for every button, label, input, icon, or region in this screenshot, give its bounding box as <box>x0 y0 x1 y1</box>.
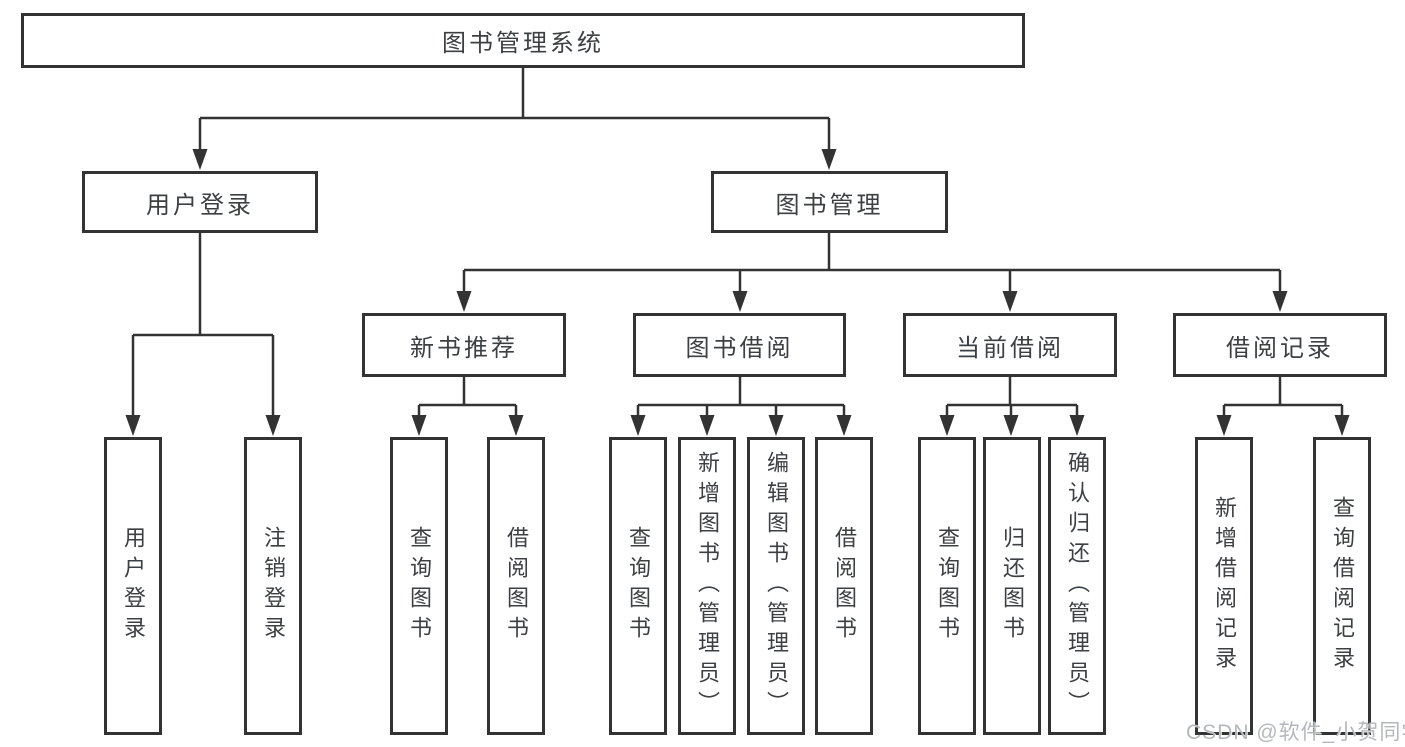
arrow-down-icon <box>732 291 748 312</box>
connector-user-login-children <box>125 233 281 436</box>
leaf-add-borrow-record: 新增借阅记录 <box>1195 437 1253 735</box>
arrow-down-icon <box>411 415 427 436</box>
arrow-down-icon <box>1216 415 1232 436</box>
leaf-label: 借阅图书 <box>504 526 529 646</box>
leaf-query-borrow-record: 查询借阅记录 <box>1313 437 1371 735</box>
leaf-label: 新增借阅记录 <box>1212 496 1237 676</box>
leaf-label: 编辑图书（管理员） <box>764 451 789 721</box>
leaf-label: 查询借阅记录 <box>1330 496 1355 676</box>
leaf-label: 借阅图书 <box>832 526 857 646</box>
leaf-query-books-current: 查询图书 <box>918 437 976 735</box>
node-borrowing-records: 借阅记录 <box>1173 313 1387 377</box>
arrow-down-icon <box>836 415 852 436</box>
arrow-down-icon <box>699 415 715 436</box>
leaf-add-books-admin: 新增图书（管理员） <box>678 437 736 735</box>
arrow-down-icon <box>1002 291 1018 312</box>
connector-current-borrow-children <box>939 377 1085 436</box>
arrow-down-icon <box>125 415 141 436</box>
leaf-label: 查询图书 <box>626 526 651 646</box>
arrow-down-icon <box>630 415 646 436</box>
leaf-query-books-borrow: 查询图书 <box>609 437 667 735</box>
leaf-borrow-books: 借阅图书 <box>815 437 873 735</box>
leaf-confirm-return-admin: 确认归还（管理员） <box>1048 437 1106 735</box>
leaf-label: 查询图书 <box>935 526 960 646</box>
arrow-down-icon <box>265 415 281 436</box>
leaf-borrow-books-recommend: 借阅图书 <box>487 437 545 735</box>
arrow-down-icon <box>821 149 837 170</box>
node-book-borrowing: 图书借阅 <box>633 313 846 377</box>
arrow-down-icon <box>1334 415 1350 436</box>
arrow-down-icon <box>192 149 208 170</box>
watermark-text: CSDN @软件_小贺同学 <box>1186 721 1405 744</box>
node-user-login: 用户登录 <box>82 171 318 233</box>
arrow-down-icon <box>508 415 524 436</box>
leaf-label: 归还图书 <box>1000 526 1025 646</box>
arrow-down-icon <box>939 415 955 436</box>
leaf-return-books: 归还图书 <box>983 437 1041 735</box>
leaf-label: 确认归还（管理员） <box>1065 451 1090 721</box>
arrow-down-icon <box>768 415 784 436</box>
connector-borrow-record-children <box>1216 377 1350 436</box>
leaf-label: 用户登录 <box>121 526 146 646</box>
leaf-label: 查询图书 <box>407 526 432 646</box>
node-book-management: 图书管理 <box>711 171 948 233</box>
connector-root-to-level2 <box>192 68 837 170</box>
connector-book-borrow-children <box>630 377 852 436</box>
node-library-management-system: 图书管理系统 <box>21 13 1025 68</box>
leaf-query-books-recommend: 查询图书 <box>390 437 448 735</box>
leaf-logout: 注销登录 <box>244 437 302 735</box>
node-new-book-recommendation: 新书推荐 <box>362 313 566 377</box>
connector-book-mgmt-children <box>456 233 1288 312</box>
leaf-edit-books-admin: 编辑图书（管理员） <box>747 437 805 735</box>
leaf-user-login: 用户登录 <box>104 437 162 735</box>
leaf-label: 新增图书（管理员） <box>695 451 720 721</box>
arrow-down-icon <box>456 291 472 312</box>
arrow-down-icon <box>1003 415 1019 436</box>
arrow-down-icon <box>1272 291 1288 312</box>
connector-new-book-children <box>411 377 524 436</box>
arrow-down-icon <box>1069 415 1085 436</box>
node-current-borrowing: 当前借阅 <box>903 313 1117 377</box>
leaf-label: 注销登录 <box>261 526 286 646</box>
